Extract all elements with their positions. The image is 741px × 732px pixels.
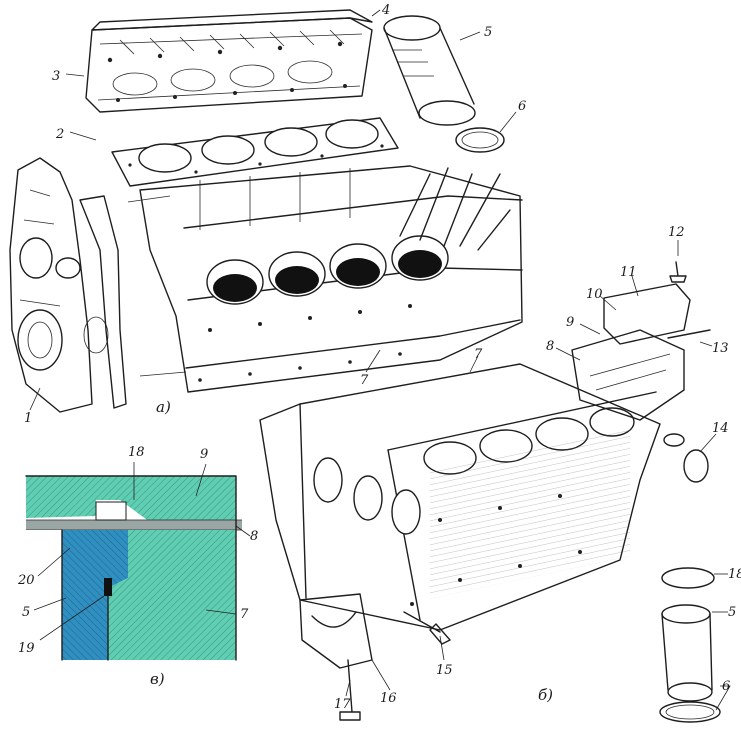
cap-bolt xyxy=(339,659,361,721)
label-part-17: 17 xyxy=(334,697,351,712)
label-part-15: 15 xyxy=(436,663,453,678)
view-v-section xyxy=(25,475,242,661)
label-part-18-v: 18 xyxy=(128,445,145,460)
part-number-labels: 4 5 3 2 6 1 7 7 8 9 10 11 12 13 14 15 16… xyxy=(17,3,741,712)
label-part-16: 16 xyxy=(380,691,397,706)
label-part-7-v: 7 xyxy=(240,607,249,622)
label-part-3: 3 xyxy=(52,69,60,84)
cylinder-head xyxy=(85,9,373,113)
head-gasket xyxy=(111,117,399,187)
label-part-5-v: 5 xyxy=(22,605,30,620)
front-cover-gasket xyxy=(79,195,127,409)
subfigure-label-a: а) xyxy=(156,398,171,416)
timing-front-cover xyxy=(9,157,109,413)
subfigure-labels: а) б) в) xyxy=(150,398,553,704)
liner-assembly-b xyxy=(659,567,721,723)
cylinder-liner-top xyxy=(383,15,476,126)
label-part-1: 1 xyxy=(24,411,32,426)
label-part-9-v: 9 xyxy=(200,447,208,462)
view-b-engine-block xyxy=(259,363,661,721)
label-part-18-b: 18 xyxy=(728,567,741,582)
main-bearing-cap xyxy=(299,593,373,669)
single-cylinder-head xyxy=(571,261,711,483)
subfigure-label-b: б) xyxy=(538,686,553,704)
view-a-exploded-engine xyxy=(9,9,523,413)
label-part-19: 19 xyxy=(18,641,35,656)
label-part-8-v: 8 xyxy=(250,529,258,544)
label-part-14: 14 xyxy=(712,421,729,436)
label-part-7-b: 7 xyxy=(474,347,483,362)
label-part-6-b: 6 xyxy=(722,679,730,694)
label-part-8: 8 xyxy=(546,339,554,354)
leader-lines xyxy=(29,9,731,711)
liner-seal-ring xyxy=(455,127,505,153)
label-part-9: 9 xyxy=(566,315,574,330)
label-part-11: 11 xyxy=(620,265,637,280)
label-part-10: 10 xyxy=(586,287,603,302)
label-part-7-a: 7 xyxy=(360,373,369,388)
label-part-13: 13 xyxy=(712,341,729,356)
crankcase-block-view-a xyxy=(127,165,523,393)
subfigure-label-v: в) xyxy=(150,670,165,688)
label-part-5: 5 xyxy=(484,25,492,40)
label-part-20: 20 xyxy=(17,573,35,588)
label-part-6: 6 xyxy=(518,99,526,114)
label-part-12: 12 xyxy=(668,225,685,240)
label-part-4: 4 xyxy=(381,3,390,18)
label-part-5-b: 5 xyxy=(728,605,736,620)
label-part-2: 2 xyxy=(55,127,64,142)
side-bolt xyxy=(403,611,451,645)
